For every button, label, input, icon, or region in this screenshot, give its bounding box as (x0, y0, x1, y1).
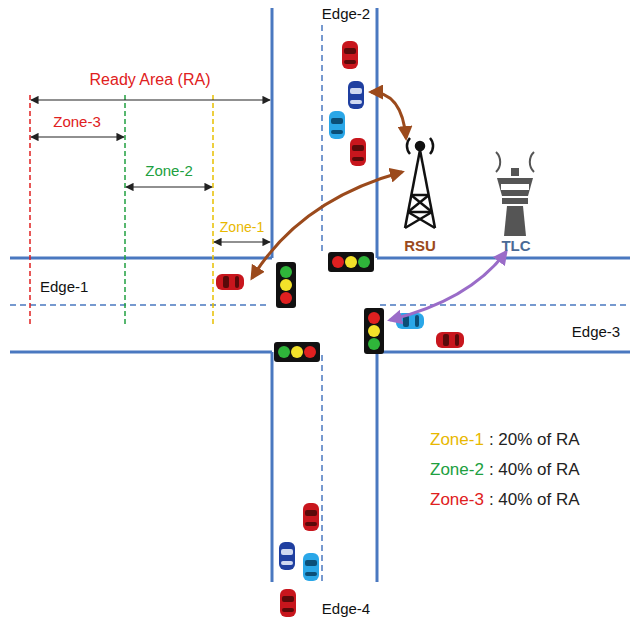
cars (216, 41, 464, 617)
communication-arrows (252, 92, 506, 320)
legend-zone: Zone-2 (430, 461, 484, 480)
road-name: Edge-1 (40, 279, 88, 296)
zone-name: Zone-3 (53, 114, 101, 131)
tlc-tower (496, 152, 534, 236)
zone-name: Zone-1 (220, 220, 264, 235)
lane-dividers (10, 25, 630, 582)
road-name: Edge-2 (322, 6, 370, 23)
traffic-lights (274, 252, 384, 362)
road-name: Edge-4 (322, 601, 370, 618)
dimension-arrows (31, 100, 270, 242)
road-borders (10, 8, 630, 582)
road-name: Edge-3 (572, 324, 620, 341)
rsu-tower (405, 138, 435, 228)
zone-name: Zone-2 (145, 163, 193, 180)
legend-zone: Zone-3 (430, 491, 484, 510)
legend-share: : 20% of RA (489, 431, 580, 450)
area-title: Ready Area (RA) (90, 71, 211, 89)
legend-share: : 40% of RA (489, 491, 580, 510)
legend-share: : 40% of RA (489, 461, 580, 480)
legend-zone: Zone-1 (430, 431, 484, 450)
device-name: RSU (404, 238, 436, 255)
zone-boundaries (30, 95, 213, 325)
device-name: TLC (501, 238, 530, 255)
